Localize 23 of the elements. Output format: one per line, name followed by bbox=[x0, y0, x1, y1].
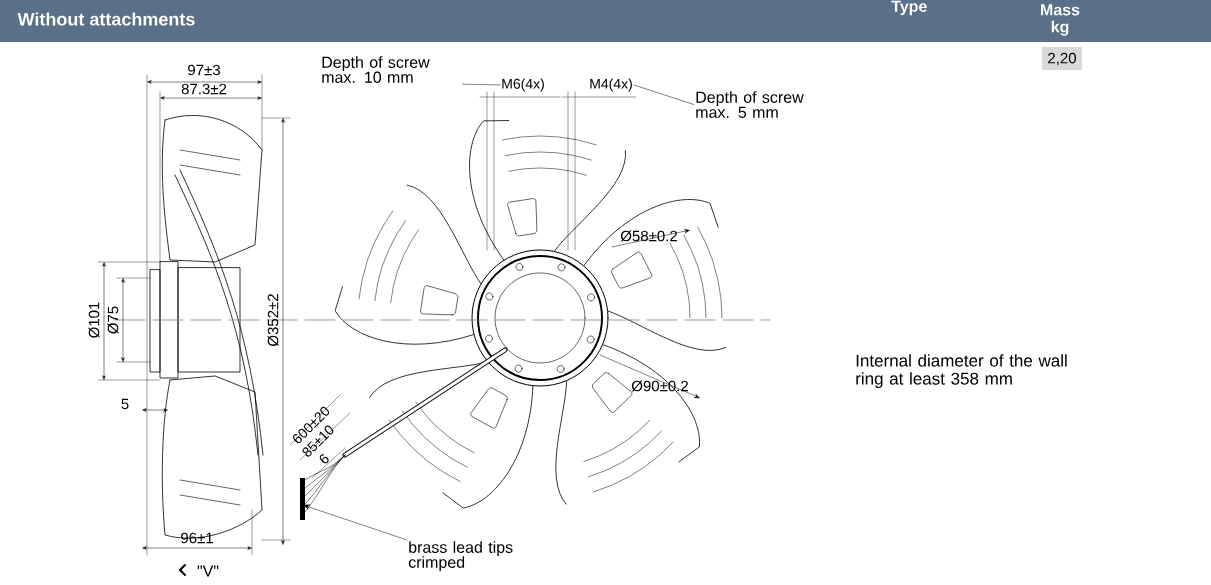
note: brass lead tips crimped bbox=[408, 541, 513, 572]
note: Internal diameter of the wall ring at least 358 mm bbox=[856, 354, 1067, 389]
dimension-label: 96±1 bbox=[181, 532, 213, 544]
leader-line bbox=[633, 84, 695, 105]
table-cell: 2,20 bbox=[1042, 47, 1082, 70]
note: Depth of screw max. 5 mm bbox=[696, 91, 804, 118]
dimension-label: Ø90±0.2 bbox=[631, 380, 688, 392]
dimension-label: 5 bbox=[121, 398, 129, 410]
dimension-label: Ø101 bbox=[88, 302, 100, 338]
view-label: "V" bbox=[197, 565, 219, 577]
screw-label: M4(4x) bbox=[590, 78, 632, 92]
dimension-label: Ø352±2 bbox=[267, 294, 279, 347]
note: Depth of screw max. 10 mm bbox=[322, 56, 430, 83]
table-header: Mass kg bbox=[1041, 4, 1080, 36]
dimension-label: 87.3±2 bbox=[181, 83, 227, 95]
dimension-label: Ø58±0.2 bbox=[620, 230, 677, 242]
leader-line bbox=[303, 504, 408, 541]
dimension-label: 97±3 bbox=[188, 64, 220, 76]
dimension-label: Ø75 bbox=[107, 306, 119, 334]
table-header: Type bbox=[891, 0, 927, 16]
title: Without attachments bbox=[17, 12, 195, 26]
leader-line bbox=[462, 83, 501, 86]
screw-label: M6(4x) bbox=[502, 78, 544, 92]
